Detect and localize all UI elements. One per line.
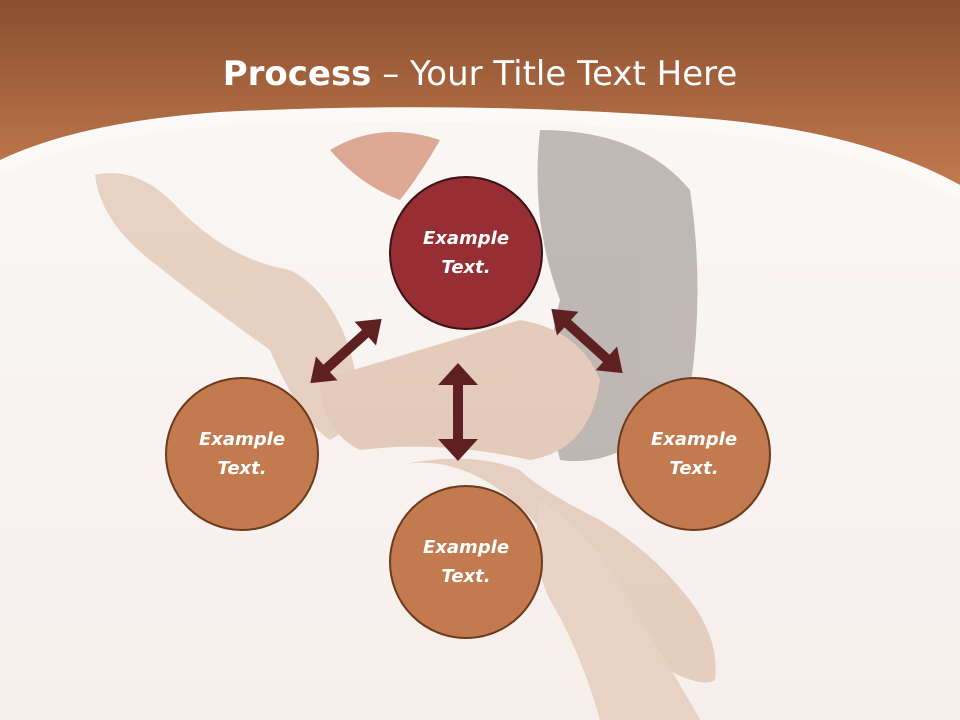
node-label: Text. bbox=[669, 458, 719, 479]
node-label: Example bbox=[422, 537, 510, 558]
slide-title: Process – Your Title Text Here bbox=[0, 52, 960, 96]
node-label: Text. bbox=[217, 458, 267, 479]
arrow-center-bottom bbox=[438, 363, 478, 461]
node-label: Example bbox=[650, 429, 738, 450]
node-label: Text. bbox=[441, 257, 491, 278]
arrow-center-right bbox=[551, 308, 623, 374]
node-label: Text. bbox=[441, 566, 491, 587]
node-label: Example bbox=[198, 429, 286, 450]
node-label: Example bbox=[422, 228, 510, 249]
arrow-center-left bbox=[310, 318, 382, 384]
title-rest: – Your Title Text Here bbox=[371, 54, 738, 94]
dancer-image bbox=[95, 130, 716, 720]
title-bold: Process bbox=[222, 54, 372, 94]
